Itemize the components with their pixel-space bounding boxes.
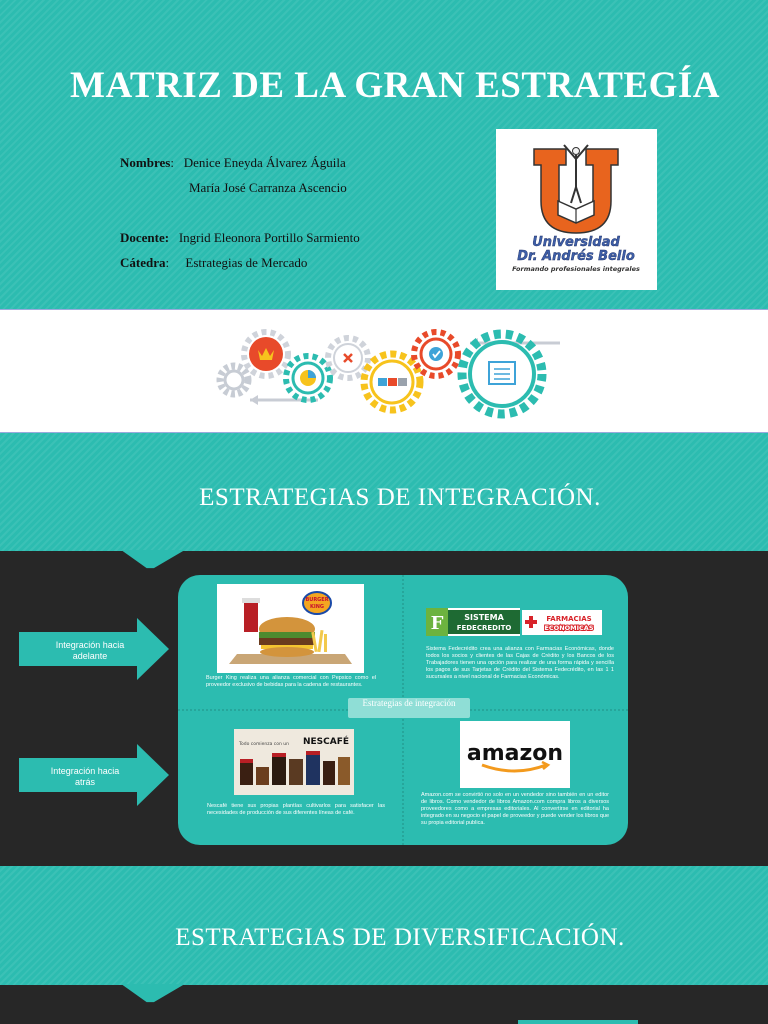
center-badge: Estrategias de integración (348, 698, 470, 718)
svg-text:KING: KING (310, 604, 324, 610)
nombres-row: Nombres: Denice Eneyda Álvarez Águila (120, 155, 346, 170)
nombres-value-1: Denice Eneyda Álvarez Águila (183, 155, 346, 170)
brand-fedecredito: FEDECREDITO (457, 624, 512, 632)
notch-1 (121, 550, 185, 569)
svg-text:BURGER: BURGER (305, 597, 328, 603)
diversification-dark-band (0, 985, 768, 1024)
section-integracion-title: ESTRATEGIAS DE INTEGRACIÓN. (199, 484, 601, 511)
page-title: MATRIZ DE LA GRAN ESTRATEGÍA (70, 65, 720, 106)
logo-line2: Dr. Andrés Bello (517, 249, 635, 264)
section-diversificacion-title: ESTRATEGIAS DE DIVERSIFICACIÓN. (175, 924, 625, 951)
nescafe-tagline: Todo comienza con un (238, 741, 289, 747)
brand-amazon: amazon (467, 741, 563, 766)
university-logo-graphic: Universidad Dr. Andrés Bello Formando pr… (512, 144, 640, 273)
gears-illustration-band (0, 309, 768, 433)
arrow-forward (19, 618, 169, 680)
brand-economicas: ECONOMICAS (544, 624, 593, 632)
logo-tagline: Formando profesionales integrales (512, 265, 640, 273)
catedra-label: Cátedra (120, 255, 166, 270)
docente-label: Docente: (120, 230, 170, 245)
docente-row: Docente: Ingrid Eleonora Portillo Sarmie… (120, 230, 360, 246)
fedecredito-logo: F SISTEMA FEDECREDITO (426, 608, 520, 636)
catedra-row: Cátedra: Estrategias de Mercado (120, 255, 308, 270)
brand-nescafe: NESCAFÉ (303, 735, 349, 747)
nombres-label: Nombres (120, 155, 171, 170)
docente-value: Ingrid Eleonora Portillo Sarmiento (178, 230, 360, 245)
svg-text:F: F (431, 613, 444, 634)
burger-king-text: Burger King realiza una alianza comercia… (206, 675, 376, 688)
university-logo: Universidad Dr. Andrés Bello Formando pr… (496, 129, 657, 290)
catedra-value: Estrategias de Mercado (185, 255, 308, 270)
notch-2 (121, 984, 185, 1003)
brand-sistema: SISTEMA (464, 613, 504, 622)
bottom-teal-strip (518, 1020, 638, 1024)
fedecredito-text: Sistema Fedecrédito crea una alianza con… (426, 646, 614, 680)
arrow-backward (19, 744, 169, 806)
brand-farmacias: FARMACIAS (546, 615, 591, 623)
nombres-value-2: María José Carranza Ascencio (189, 180, 347, 195)
logo-line1: Universidad (532, 235, 620, 250)
amazon-text: Amazon.com se convirtió no solo en un ve… (421, 792, 609, 826)
gears-illustration (216, 329, 560, 419)
amazon-logo: amazon (460, 721, 570, 788)
nescafe-text: Nescafé tiene sus propias plantías culti… (207, 803, 385, 816)
nescafe-image: Todo comienza con un NESCAFÉ (234, 729, 354, 795)
arrow-backward-label: Integración hacia atrás (50, 766, 120, 787)
arrow-forward-label: Integración hacia adelante (55, 640, 125, 661)
burger-king-image: BURGER KING (217, 584, 364, 673)
farmacias-logo: FARMACIAS ECONOMICAS (522, 610, 602, 635)
